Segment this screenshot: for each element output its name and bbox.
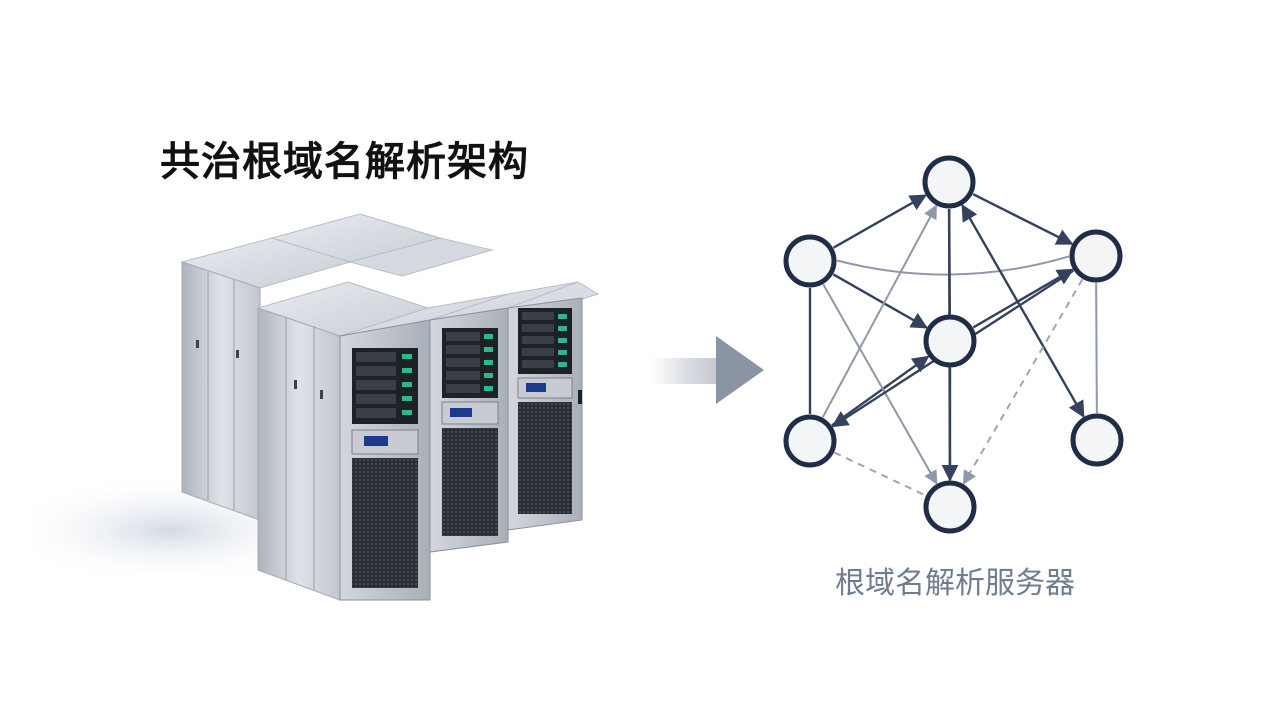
server-rack-front-1 <box>339 293 509 601</box>
network-edge <box>821 204 938 418</box>
network-edge <box>961 203 1085 419</box>
server-node-left <box>783 234 837 288</box>
network-edge <box>833 451 927 497</box>
transition-arrow <box>650 336 764 404</box>
server-node-top <box>922 155 976 209</box>
page-title: 共治根域名解析架构 <box>160 139 529 185</box>
server-rack-front-left <box>256 281 430 601</box>
network-caption: 根域名解析服务器 <box>835 566 1075 601</box>
network-edge <box>972 193 1074 245</box>
server-rack-front-2 <box>429 281 579 553</box>
server-node-bl <box>783 414 837 468</box>
dns-server-network-diagram <box>783 155 1124 534</box>
server-node-right <box>1069 229 1123 283</box>
server-node-bot <box>923 480 977 534</box>
server-rack-back-right <box>270 213 494 277</box>
network-edge <box>1095 282 1098 414</box>
network-edge <box>836 255 1070 276</box>
server-rack-back-left <box>180 237 352 521</box>
network-edge <box>822 283 938 485</box>
server-node-br <box>1070 413 1124 467</box>
network-edge <box>972 268 1075 329</box>
arrow-shaft <box>650 358 720 384</box>
network-edge <box>962 278 1084 485</box>
server-node-mid <box>923 314 977 368</box>
network-edges <box>808 193 1098 497</box>
network-nodes <box>783 155 1124 534</box>
network-edge <box>832 273 929 329</box>
arrow-head-icon <box>716 336 764 404</box>
network-edge <box>831 355 930 427</box>
server-rack-front-3 <box>506 281 600 531</box>
network-edge <box>832 194 927 249</box>
server-racks-illustration <box>30 213 600 601</box>
